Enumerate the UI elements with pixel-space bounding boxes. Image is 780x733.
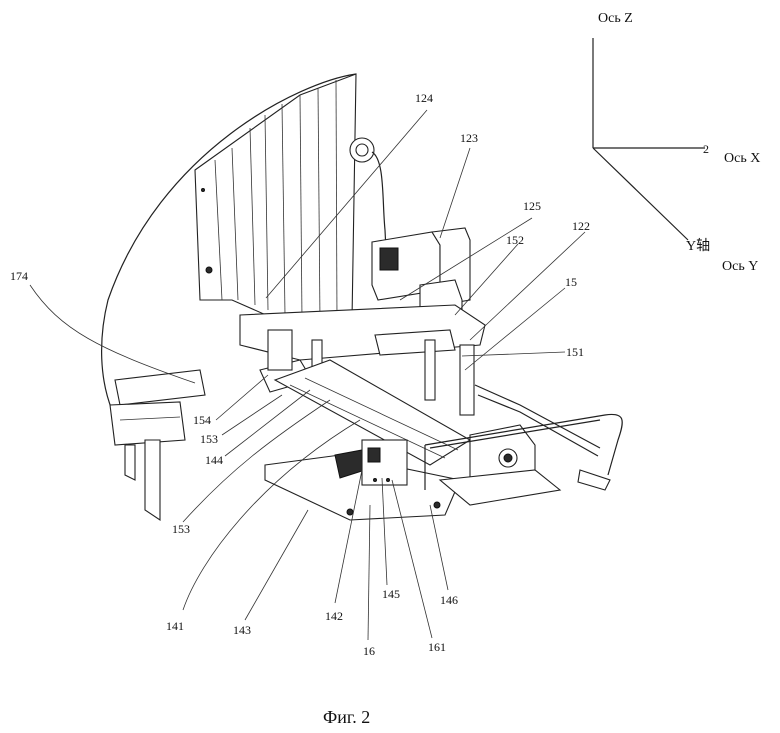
callout-16: 16 xyxy=(363,644,375,658)
callout-145: 145 xyxy=(382,587,400,601)
callout-123: 123 xyxy=(460,131,478,145)
callout-154: 154 xyxy=(193,413,211,427)
z-axis-label: Ось Z xyxy=(598,11,633,26)
callout-153-upper: 153 xyxy=(200,432,218,446)
y-axis-original-label: Y轴 xyxy=(686,238,710,254)
callout-15: 15 xyxy=(565,275,577,289)
left-conveyor xyxy=(115,370,205,405)
x-axis-label: Ось X xyxy=(724,151,760,166)
callout-153-lower: 153 xyxy=(172,522,190,536)
x-axis-end-mark: 2 xyxy=(703,142,709,156)
y-axis xyxy=(593,148,688,240)
machine-drawing xyxy=(110,74,622,520)
callout-124: 124 xyxy=(415,91,433,105)
callout-161: 161 xyxy=(428,640,446,654)
callout-151: 151 xyxy=(566,345,584,359)
axis-diagram: Ось Z 2 Ось X Y轴 Ось Y xyxy=(593,11,760,274)
y-axis-label: Ось Y xyxy=(722,259,758,274)
callout-174: 174 xyxy=(10,269,28,283)
callout-152: 152 xyxy=(506,233,524,247)
callout-146: 146 xyxy=(440,593,458,607)
callout-125: 125 xyxy=(523,199,541,213)
figure-caption: Фиг. 2 xyxy=(323,707,370,727)
vertical-column xyxy=(195,74,356,330)
callout-122: 122 xyxy=(572,219,590,233)
callout-141: 141 xyxy=(166,619,184,633)
callout-143: 143 xyxy=(233,623,251,637)
callout-142: 142 xyxy=(325,609,343,623)
callout-144: 144 xyxy=(205,453,223,467)
